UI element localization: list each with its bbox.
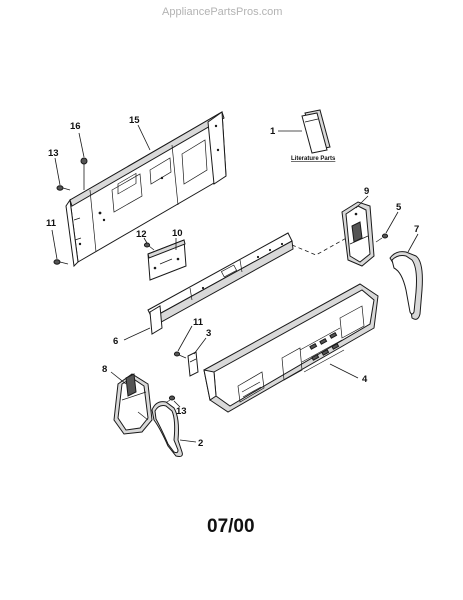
leader-7	[407, 233, 419, 253]
literature-parts-label: Literature Parts	[291, 156, 336, 162]
callout-15: 15	[129, 115, 140, 126]
assembly-guide-line	[291, 235, 351, 256]
callout-13-upper: 13	[48, 148, 59, 159]
leader-13-upper	[54, 157, 61, 186]
leader-13-lower	[173, 400, 181, 408]
callout-11-left: 11	[46, 218, 57, 229]
leader-12	[143, 237, 148, 244]
screw-12	[143, 242, 155, 251]
date-code: 07/00	[207, 516, 255, 537]
rear-backguard-panel	[65, 111, 227, 268]
callout-2: 2	[198, 438, 203, 449]
callout-9: 9	[364, 186, 369, 197]
callout-6: 6	[113, 336, 118, 347]
callout-10: 10	[172, 228, 183, 239]
leader-3	[193, 337, 207, 355]
leader-4	[329, 363, 359, 379]
callout-13-lower: 13	[176, 406, 187, 417]
leader-16	[78, 132, 85, 158]
leader-8	[110, 371, 127, 385]
end-cap-left	[151, 401, 183, 457]
callout-12: 12	[136, 229, 147, 240]
leader-9	[355, 195, 369, 209]
leader-15	[137, 124, 151, 151]
control-board-bracket	[147, 239, 187, 281]
end-cap-bracket-right	[341, 201, 375, 267]
leader-11-middle	[177, 325, 193, 352]
control-support-rail	[147, 232, 294, 335]
callout-8: 8	[102, 364, 107, 375]
callout-4: 4	[362, 374, 368, 385]
control-panel-console	[203, 283, 379, 413]
screw-13-upper	[56, 185, 71, 191]
leader-11-left	[51, 229, 58, 260]
callout-11-middle: 11	[193, 317, 204, 328]
callout-7: 7	[414, 224, 419, 235]
callout-16: 16	[70, 121, 81, 132]
end-cap-right	[389, 251, 423, 320]
callout-1: 1	[270, 126, 276, 137]
screw-11-left	[53, 259, 69, 265]
callout-5: 5	[396, 202, 402, 213]
leader-5	[385, 211, 399, 234]
literature-booklet	[301, 109, 331, 154]
callout-3: 3	[206, 328, 211, 339]
screw-5	[375, 233, 389, 243]
leader-6	[123, 327, 151, 341]
leader-2	[179, 439, 197, 443]
screw-16	[80, 157, 88, 190]
watermark-text: AppliancePartsPros.com	[162, 6, 282, 18]
clip-bracket-3	[187, 351, 199, 377]
end-cap-bracket-left	[113, 373, 153, 435]
screw-11-middle	[173, 351, 187, 359]
